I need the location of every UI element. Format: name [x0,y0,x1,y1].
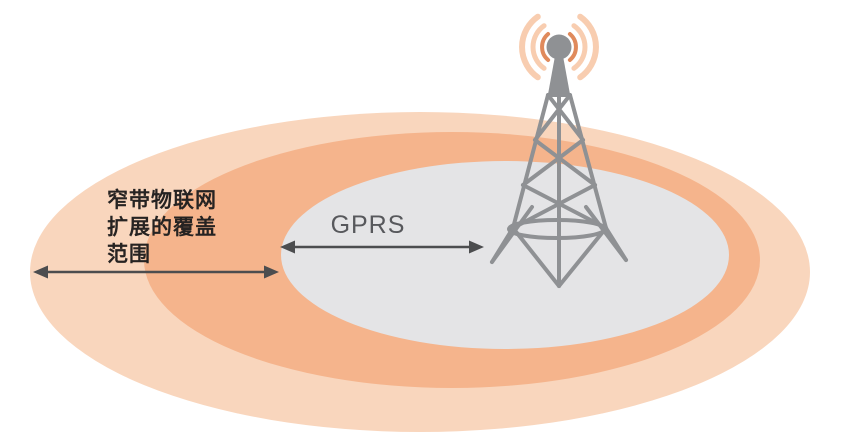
tower-antenna-head [546,34,572,60]
radio-waves-dark-arcs [540,32,578,62]
nbiot-range-arrowheads [33,265,279,279]
nbiot-coverage-label-line2: 扩展的覆盖 [107,216,217,239]
gprs-coverage-ellipse [281,161,729,349]
wave-arc-right-inner [567,32,578,62]
wave-arc-right-outer [577,13,599,81]
nbiot-coverage-label-line1: 窄带物联网 [107,189,217,212]
nbiot-range-arrow [33,265,279,279]
radio-waves-light-arcs [519,13,599,81]
nbiot-coverage-label-line3: 范围 [107,243,151,266]
tower-mast [547,56,571,97]
wave-arc-left-middle [530,23,547,71]
tower-legs [490,205,628,288]
arrowhead-left-icon [280,240,295,254]
arrowhead-left-icon [33,265,48,279]
wave-arc-left-outer [519,13,541,81]
radio-tower-icon [490,34,628,288]
arrowhead-right-icon [469,240,484,254]
radio-waves-icon [519,13,599,81]
wave-arc-left-inner [540,32,551,62]
nbiot-coverage-label: 窄带物联网 扩展的覆盖 范围 [107,187,217,268]
wave-arc-right-middle [571,23,588,71]
gprs-range-arrow [280,240,484,254]
gprs-range-arrowheads [280,240,484,254]
gprs-coverage-label: GPRS [330,211,406,239]
arrowhead-right-icon [264,265,279,279]
tower-lattice [511,93,608,288]
tower-head [546,34,572,97]
